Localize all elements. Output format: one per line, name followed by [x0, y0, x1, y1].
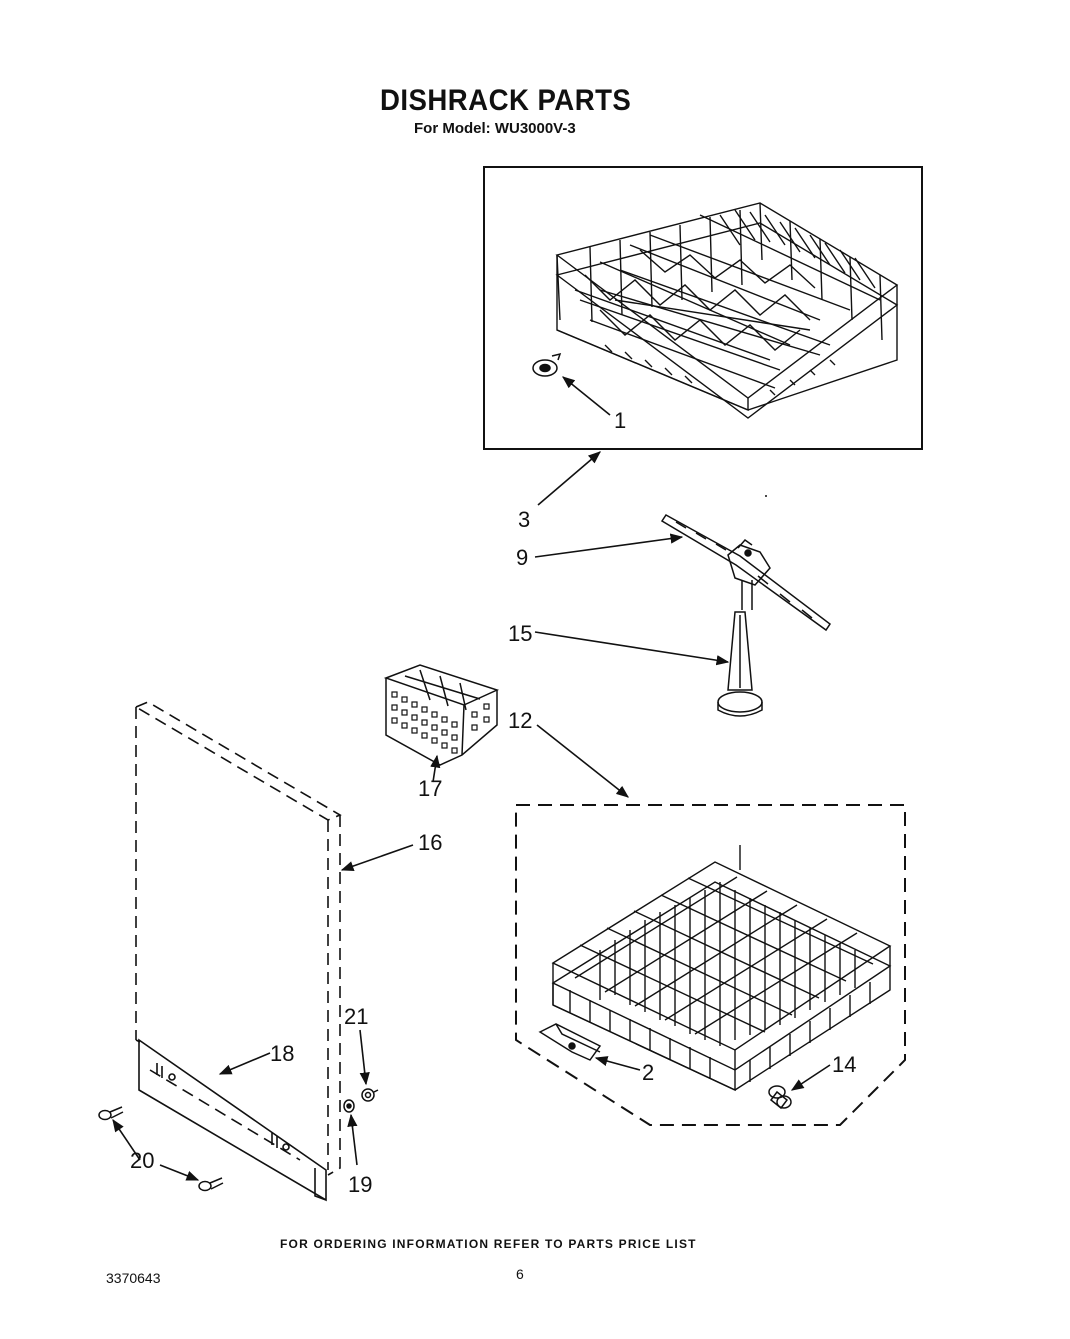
callout-12: 12	[508, 708, 532, 733]
scan-speck	[765, 495, 767, 497]
upper-dishrack	[555, 202, 899, 419]
callout-18: 18	[270, 1041, 294, 1066]
mounting-plate	[138, 1038, 327, 1202]
washer-and-nut	[343, 1088, 379, 1113]
page-title: DISHRACK PARTS	[380, 84, 632, 117]
callout-21: 21	[344, 1004, 368, 1029]
spray-arm-support-tube	[717, 611, 763, 717]
rack-roller	[532, 352, 562, 377]
callout-19: 19	[348, 1172, 372, 1197]
ordering-note: FOR ORDERING INFORMATION REFER TO PARTS …	[280, 1237, 697, 1251]
callout-1: 1	[614, 408, 626, 433]
rack-clip	[538, 1023, 602, 1061]
lower-rack-frame	[515, 804, 906, 1126]
access-panel	[134, 701, 342, 1176]
callout-15: 15	[508, 621, 532, 646]
callout-3: 3	[518, 507, 530, 532]
rack-stop-cap	[768, 1085, 792, 1110]
callout-leaders	[112, 376, 831, 1181]
screws	[98, 1106, 224, 1192]
spray-arm	[660, 514, 832, 632]
upper-rack-frame	[483, 166, 923, 450]
page-number: 6	[516, 1266, 524, 1282]
silverware-basket	[383, 664, 500, 766]
callout-2: 2	[642, 1060, 654, 1085]
callout-17: 17	[418, 776, 442, 801]
callout-16: 16	[418, 830, 442, 855]
callout-14: 14	[832, 1052, 856, 1077]
model-number: For Model: WU3000V-3	[414, 120, 576, 137]
callout-9: 9	[516, 545, 528, 570]
callout-20: 20	[130, 1148, 154, 1173]
document-number: 3370643	[106, 1270, 161, 1286]
lower-dishrack	[551, 845, 892, 1092]
